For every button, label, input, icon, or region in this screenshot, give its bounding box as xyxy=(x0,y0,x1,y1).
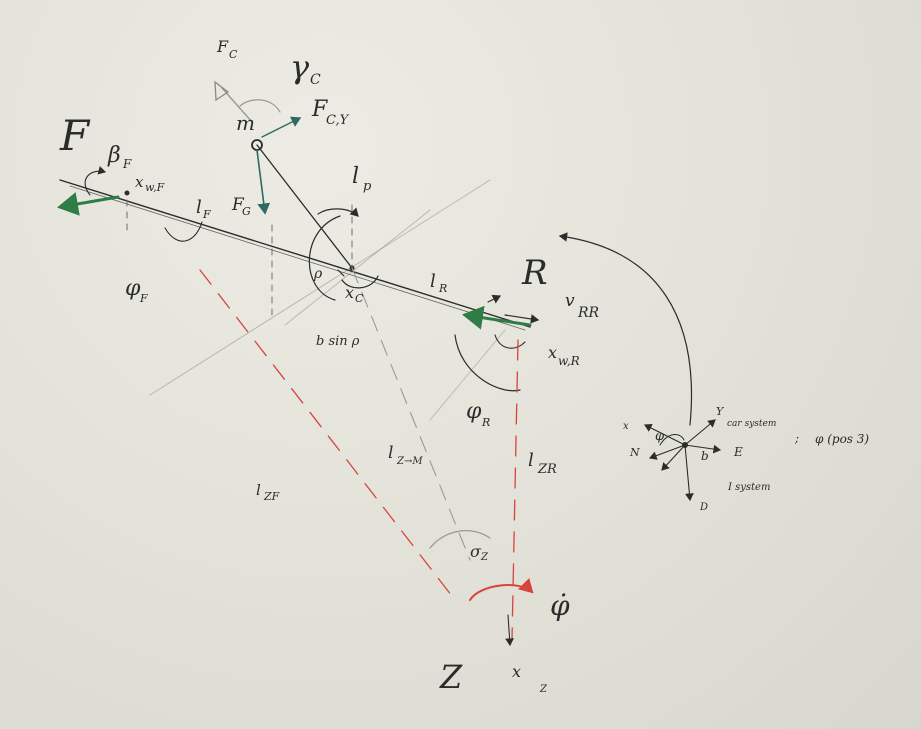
phi-dot-label: φ̇ xyxy=(550,589,570,622)
phi-r-label: φ xyxy=(466,399,482,424)
rear-marker xyxy=(487,294,502,304)
coord-d-label: D xyxy=(699,502,708,513)
rear-label: R xyxy=(521,253,548,293)
l-zf-label: l xyxy=(256,481,261,499)
x-wf-sub: w,F xyxy=(145,181,165,194)
beta-f-sub: F xyxy=(122,157,132,171)
x-wr-label: x xyxy=(548,343,557,362)
lp-arc xyxy=(317,207,359,217)
fg-force xyxy=(256,149,271,215)
gamma-arc xyxy=(239,99,281,113)
x-wf-label: x xyxy=(135,173,144,191)
frame-line xyxy=(59,179,531,328)
rho-label: ρ xyxy=(313,266,323,282)
x-wr-arc xyxy=(494,334,526,349)
i-system-label: I system xyxy=(727,482,770,493)
car-system-label: car system xyxy=(727,419,776,429)
l-r-sub: R xyxy=(438,282,447,295)
coord-e-label: E xyxy=(733,445,743,459)
transform-arrow xyxy=(558,232,693,426)
gamma-c-sub: C xyxy=(310,72,321,88)
fcy-force xyxy=(261,116,302,138)
v-rr-arrow xyxy=(504,314,540,324)
x-z-label: x xyxy=(512,662,521,681)
guide-line xyxy=(284,209,431,326)
sigma-arc xyxy=(429,530,491,549)
front-wheel xyxy=(57,192,120,216)
l-f-sub: F xyxy=(202,208,211,221)
fc-force xyxy=(221,87,253,123)
phi-f-sub: F xyxy=(139,292,148,305)
small-angle xyxy=(337,269,345,277)
l-r-label: l xyxy=(430,271,436,292)
coord-system-icon xyxy=(644,419,722,502)
l-zr-sub: ZR xyxy=(537,462,557,477)
front-wheel-point xyxy=(124,190,130,196)
x-z-sub: Z xyxy=(539,684,548,695)
gamma-c-label: γ xyxy=(290,48,310,86)
z-arrow xyxy=(505,614,514,647)
coord-y-label: Y xyxy=(716,405,725,418)
z-label: Z xyxy=(439,658,463,696)
fg-label: F xyxy=(231,195,245,215)
v-rr-sub: RR xyxy=(577,305,600,321)
guide-line xyxy=(149,179,491,396)
front-label: F xyxy=(59,111,91,160)
lzf-line xyxy=(199,269,456,601)
fg-sub: G xyxy=(242,205,251,218)
sigma-z-label: σ xyxy=(470,542,482,561)
x-wr-sub: w,R xyxy=(558,354,580,368)
l-p-label: l xyxy=(352,164,359,189)
phi-note-label: φ (pos 3) xyxy=(815,432,869,446)
rear-wheel xyxy=(462,305,532,330)
fc-arrowhead xyxy=(214,80,230,102)
beta-f-label: β xyxy=(107,143,121,168)
fcy-sub: C,Y xyxy=(326,113,350,128)
sigma-z-sub: Z xyxy=(480,552,489,563)
x-c-sub: C xyxy=(355,292,364,305)
frame-line-double xyxy=(69,185,526,331)
coord-phi-label: φ xyxy=(655,429,665,444)
lzm-line xyxy=(351,267,471,561)
l-zr-label: l xyxy=(528,450,534,471)
coord-b-label: b xyxy=(701,449,709,463)
phi-f-arc xyxy=(164,221,203,242)
phi-f-label: φ xyxy=(125,276,141,301)
l-p-sub: p xyxy=(363,179,372,194)
l-zm-sub: Z→M xyxy=(396,456,423,467)
coord-x-label: x xyxy=(623,421,629,432)
fc-sub: C xyxy=(229,48,238,61)
pendulum-line xyxy=(256,144,353,269)
coord-n-label: N xyxy=(629,446,640,459)
semicolon-label: ; xyxy=(794,431,799,445)
mass-label: m xyxy=(236,111,255,135)
phi-r-arc xyxy=(454,334,521,392)
rho-arc xyxy=(308,215,341,301)
b-sin-rho-label: b sin ρ xyxy=(316,334,360,349)
l-zf-sub: ZF xyxy=(263,490,280,503)
phi-r-sub: R xyxy=(481,416,490,429)
beta-f-arc xyxy=(84,166,107,196)
x-c-label: x xyxy=(345,283,354,302)
xc-angle xyxy=(341,275,379,289)
l-f-label: l xyxy=(196,197,202,218)
fc-label: F xyxy=(216,37,229,56)
fcy-label: F xyxy=(311,97,328,122)
lzr-line xyxy=(511,339,519,641)
phi-dot-arc xyxy=(469,577,534,601)
guide-line xyxy=(429,329,506,421)
v-rr-label: v xyxy=(565,291,575,311)
l-zm-label: l xyxy=(388,443,393,463)
